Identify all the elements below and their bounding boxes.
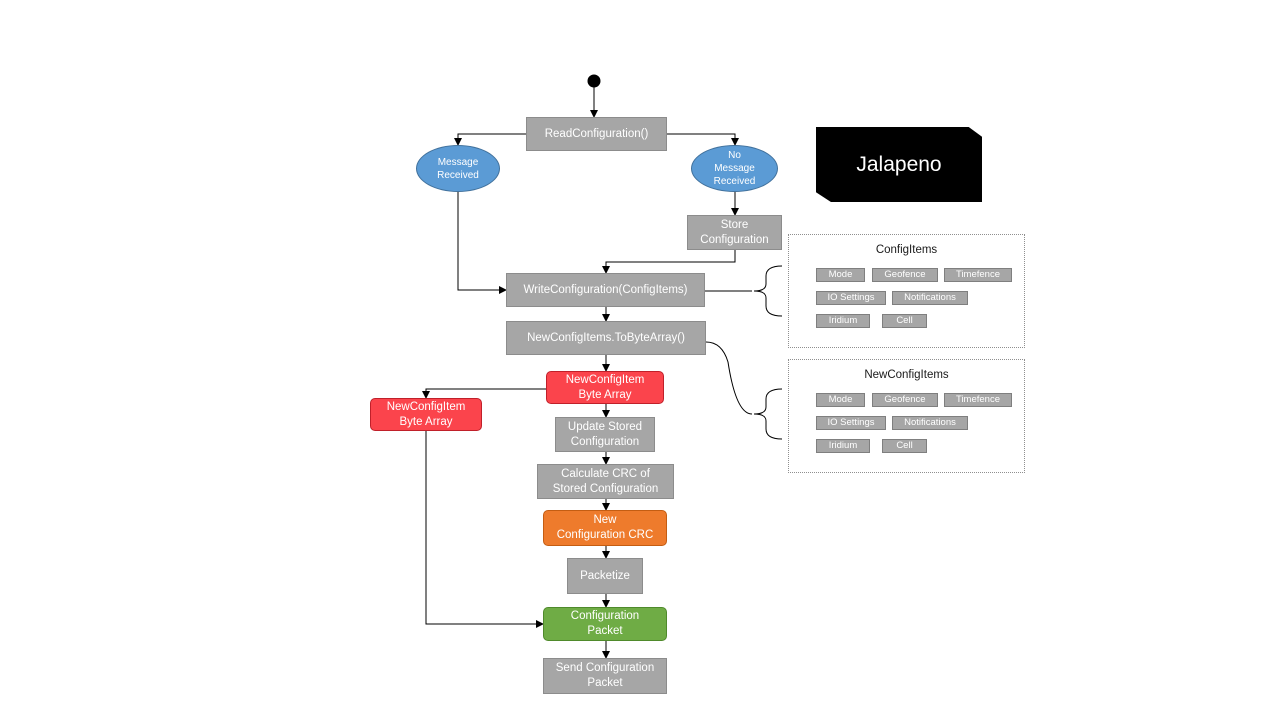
jalapeno-logo: Jalapeno [816,127,982,202]
config-items-panel: ConfigItems Mode Geofence Timefence IO S… [788,234,1025,348]
new-config-items-brace [753,388,783,440]
config-chip-iridium: Iridium [816,314,870,328]
config-chip-io-settings: IO Settings [816,291,886,305]
send-configuration-packet-node: Send Configuration Packet [543,658,667,694]
read-configuration-node: ReadConfiguration() [526,117,667,151]
to-byte-array-node: NewConfigItems.ToByteArray() [506,321,706,355]
config-chip-cell: Cell [882,314,927,328]
config-items-title: ConfigItems [875,244,938,256]
new-config-chip-notifications: Notifications [892,416,968,430]
config-chip-mode: Mode [816,268,865,282]
new-config-chip-iridium: Iridium [816,439,870,453]
message-received-node: Message Received [416,145,500,192]
new-config-chip-mode: Mode [816,393,865,407]
new-config-chip-cell: Cell [882,439,927,453]
store-configuration-node: Store Configuration [687,215,782,250]
config-chip-timefence: Timefence [944,268,1012,282]
byte-array-center-node: NewConfigItem Byte Array [546,371,664,404]
new-config-chip-geofence: Geofence [872,393,938,407]
config-chip-geofence: Geofence [872,268,938,282]
new-config-items-title: NewConfigItems [864,369,949,381]
write-configuration-node: WriteConfiguration(ConfigItems) [506,273,705,307]
update-stored-configuration-node: Update Stored Configuration [555,417,655,452]
configuration-packet-node: Configuration Packet [543,607,667,641]
byte-array-left-node: NewConfigItem Byte Array [370,398,482,431]
new-config-chip-timefence: Timefence [944,393,1012,407]
packetize-node: Packetize [567,558,643,594]
new-config-items-panel: NewConfigItems Mode Geofence Timefence I… [788,359,1025,473]
config-chip-notifications: Notifications [892,291,968,305]
new-configuration-crc-node: New Configuration CRC [543,510,667,546]
start-node [587,74,601,88]
config-items-brace [753,265,783,317]
no-message-received-node: No Message Received [691,145,778,192]
new-config-chip-io-settings: IO Settings [816,416,886,430]
calculate-crc-node: Calculate CRC of Stored Configuration [537,464,674,499]
